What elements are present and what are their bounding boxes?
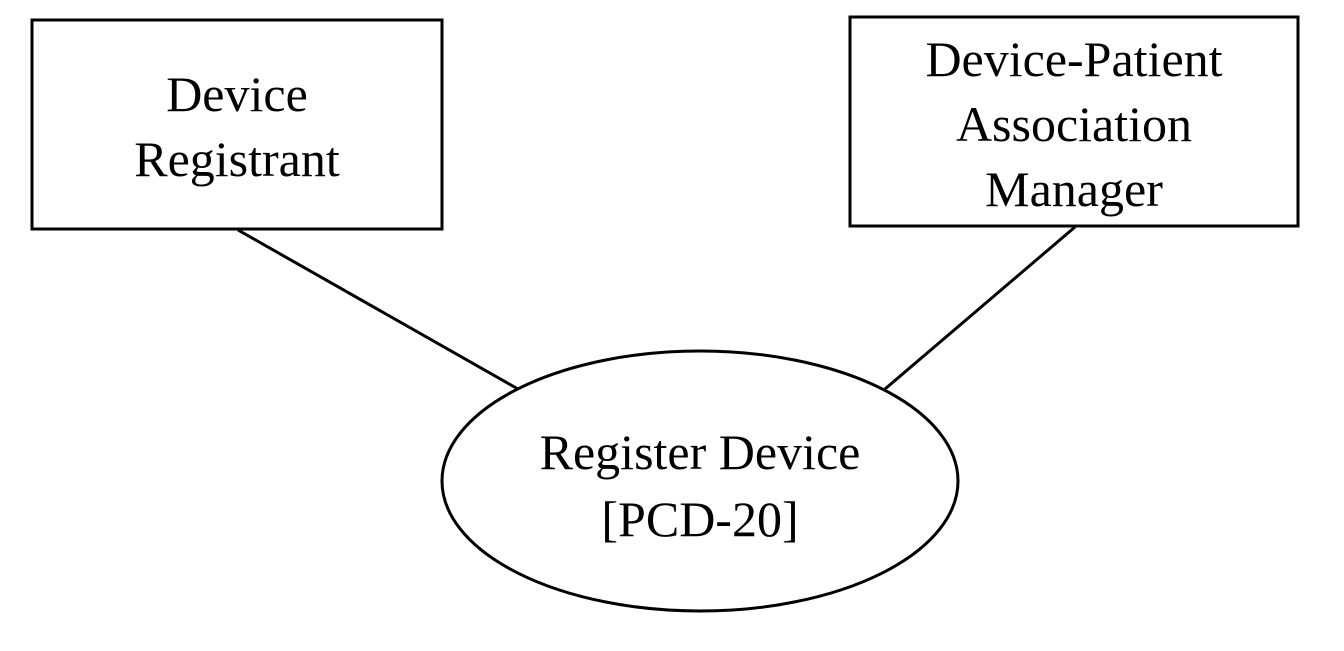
use-case-label-line: [PCD-20] [601, 491, 798, 547]
connector-association-manager [884, 225, 1076, 391]
use-case-label-line: Register Device [540, 424, 861, 480]
actor-box [30, 18, 444, 231]
use-case-register-device: Register Device [PCD-20] [440, 349, 960, 613]
actor-box [848, 15, 1300, 228]
actor-device-registrant: Device Registrant [30, 18, 444, 231]
use-case-ellipse [440, 349, 960, 613]
actor-label-line: Device-Patient [925, 31, 1222, 87]
actor-label-line: Manager [985, 161, 1163, 217]
actor-label-line: Device [166, 66, 308, 122]
actor-label-line: Registrant [134, 131, 340, 187]
connector-device-registrant [237, 228, 519, 391]
actor-device-patient-association-manager: Device-Patient Association Manager [848, 15, 1300, 228]
actor-label-line: Association [956, 96, 1192, 152]
